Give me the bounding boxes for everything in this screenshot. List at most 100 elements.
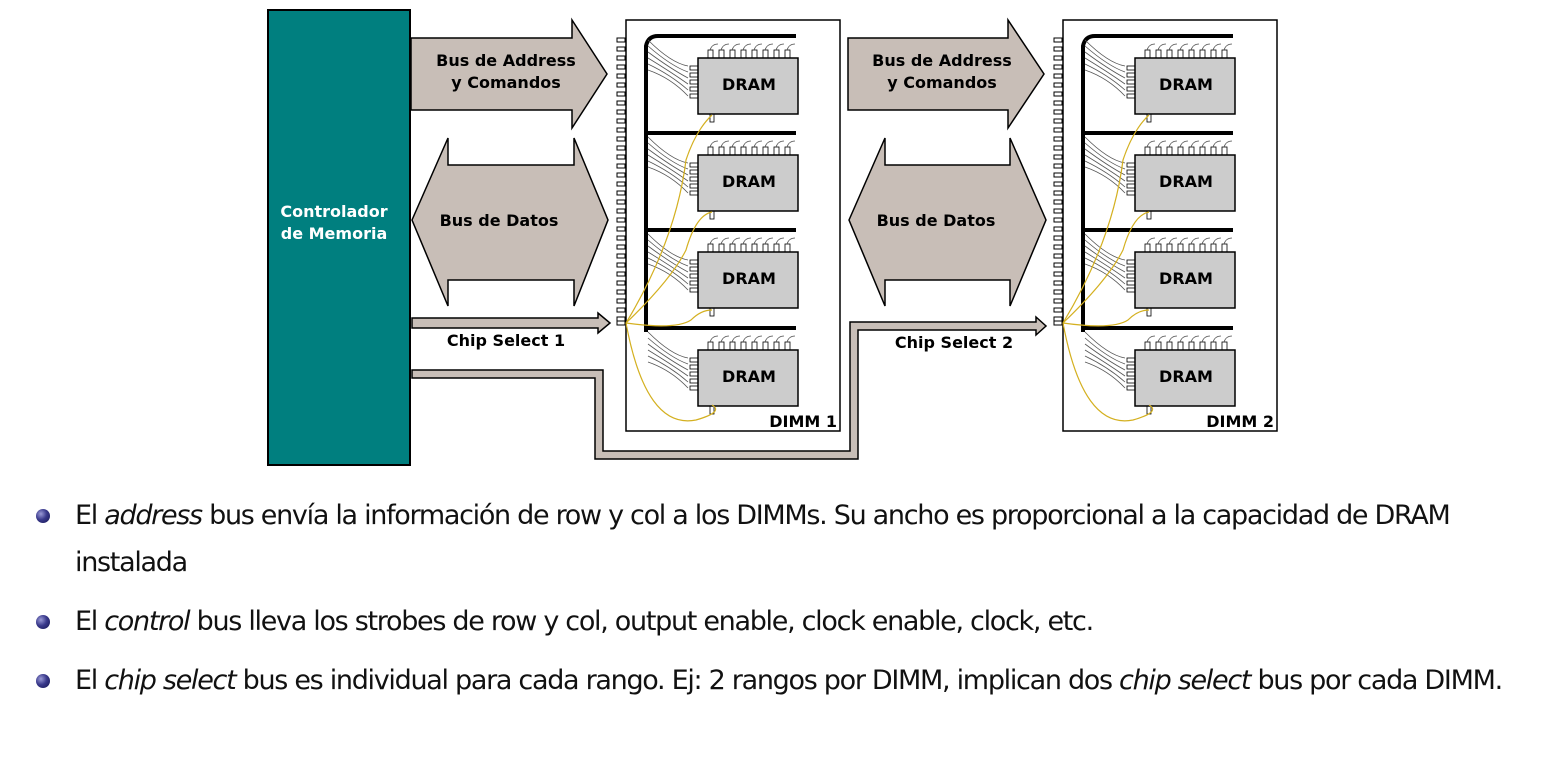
bullet-text: El xyxy=(75,500,105,531)
chip-pin xyxy=(1155,243,1162,253)
data-trace xyxy=(709,43,719,51)
data-trace xyxy=(1084,69,1126,97)
dram-chip xyxy=(1134,57,1236,115)
address-bus-2-line1: Bus de Address xyxy=(872,51,1012,70)
chip-pin xyxy=(1126,169,1136,175)
data-trace xyxy=(1084,245,1126,273)
data-trace xyxy=(647,148,689,176)
address-bus-2-line2: y Comandos xyxy=(887,73,997,92)
chip-pin xyxy=(1155,49,1162,59)
dimm-label: DIMM 2 xyxy=(1206,412,1274,431)
chip-pin xyxy=(1177,341,1184,351)
chip-pin xyxy=(1166,341,1173,351)
data-trace xyxy=(753,237,763,245)
data-trace xyxy=(1223,335,1233,343)
data-trace xyxy=(1084,51,1126,79)
chip-pin xyxy=(1126,79,1136,85)
data-trace xyxy=(720,140,730,148)
data-trace xyxy=(1084,331,1126,359)
chip-select-trace xyxy=(625,114,713,324)
chip-pin xyxy=(689,385,699,391)
connector-pin xyxy=(1053,262,1063,268)
chip-pin xyxy=(1166,49,1173,59)
chip-select-2-label: Chip Select 2 xyxy=(895,333,1013,352)
data-trace xyxy=(1168,237,1178,245)
chip-pin xyxy=(1221,341,1228,351)
chip-pin xyxy=(689,371,699,377)
chip-pin xyxy=(1221,146,1228,156)
chip-pin xyxy=(1199,146,1206,156)
chip-pin xyxy=(740,341,747,351)
dram-chip-label: DRAM xyxy=(1159,75,1213,94)
chip-pin xyxy=(1210,243,1217,253)
data-trace xyxy=(1084,349,1126,377)
connector-pin xyxy=(616,73,626,79)
chip-select-1-label: Chip Select 1 xyxy=(447,331,565,350)
data-trace xyxy=(764,140,774,148)
dram-chip xyxy=(1134,349,1236,407)
chip-pin xyxy=(773,146,780,156)
connector-pin xyxy=(1053,217,1063,223)
connector-pin xyxy=(1053,82,1063,88)
chip-pin xyxy=(1144,49,1151,59)
address-trace xyxy=(1081,34,1233,332)
data-trace xyxy=(647,63,689,91)
bullet-term: chip select xyxy=(1119,665,1251,696)
connector-pin xyxy=(616,118,626,124)
connector-pin xyxy=(1053,280,1063,286)
data-trace xyxy=(786,335,796,343)
chip-pin xyxy=(689,273,699,279)
data-trace xyxy=(1201,43,1211,51)
dram-chip xyxy=(697,57,799,115)
connector-pin xyxy=(616,208,626,214)
chip-pin xyxy=(1126,378,1136,384)
data-trace xyxy=(1146,43,1156,51)
chip-pin xyxy=(1146,307,1152,317)
chip-pin xyxy=(1126,176,1136,182)
connector-pin xyxy=(616,145,626,151)
dram-chip-label: DRAM xyxy=(722,75,776,94)
chip-pin xyxy=(1210,146,1217,156)
data-trace xyxy=(731,335,741,343)
connector-pin xyxy=(1053,307,1063,313)
data-bus-arrow-2 xyxy=(848,137,1047,307)
chip-pin xyxy=(762,49,769,59)
data-trace xyxy=(1201,237,1211,245)
data-trace xyxy=(647,57,689,85)
address-bus-1-line1: Bus de Address xyxy=(436,51,576,70)
connector-pin xyxy=(1053,136,1063,142)
data-trace xyxy=(786,237,796,245)
data-trace xyxy=(1146,237,1156,245)
connector-pin xyxy=(616,154,626,160)
data-trace xyxy=(731,43,741,51)
connector-pin xyxy=(616,109,626,115)
data-trace xyxy=(1179,237,1189,245)
data-trace xyxy=(709,237,719,245)
chip-pin xyxy=(1177,49,1184,59)
chip-pin xyxy=(718,243,725,253)
dimm-label: DIMM 1 xyxy=(769,412,837,431)
dram-chip-label: DRAM xyxy=(1159,269,1213,288)
chip-pin xyxy=(718,49,725,59)
connector-pin xyxy=(616,217,626,223)
chip-pin xyxy=(1126,273,1136,279)
bullet-term: control xyxy=(104,606,190,637)
bullet-text: bus envía la información de row y col a … xyxy=(75,500,1451,578)
chip-pin xyxy=(689,190,699,196)
chip-pin xyxy=(729,49,736,59)
chip-pin xyxy=(773,341,780,351)
connector-pin xyxy=(616,190,626,196)
data-trace xyxy=(647,166,689,194)
chip-pin xyxy=(1155,146,1162,156)
data-trace xyxy=(1190,335,1200,343)
connector-pin xyxy=(616,91,626,97)
cs-connector-pin xyxy=(1053,320,1063,326)
memory-controller-box xyxy=(267,9,411,466)
connector-pin xyxy=(616,136,626,142)
dram-chip xyxy=(1134,251,1236,309)
connector-pin xyxy=(616,199,626,205)
connector-pin xyxy=(616,307,626,313)
chip-pin xyxy=(689,162,699,168)
data-trace xyxy=(753,43,763,51)
data-trace xyxy=(742,335,752,343)
